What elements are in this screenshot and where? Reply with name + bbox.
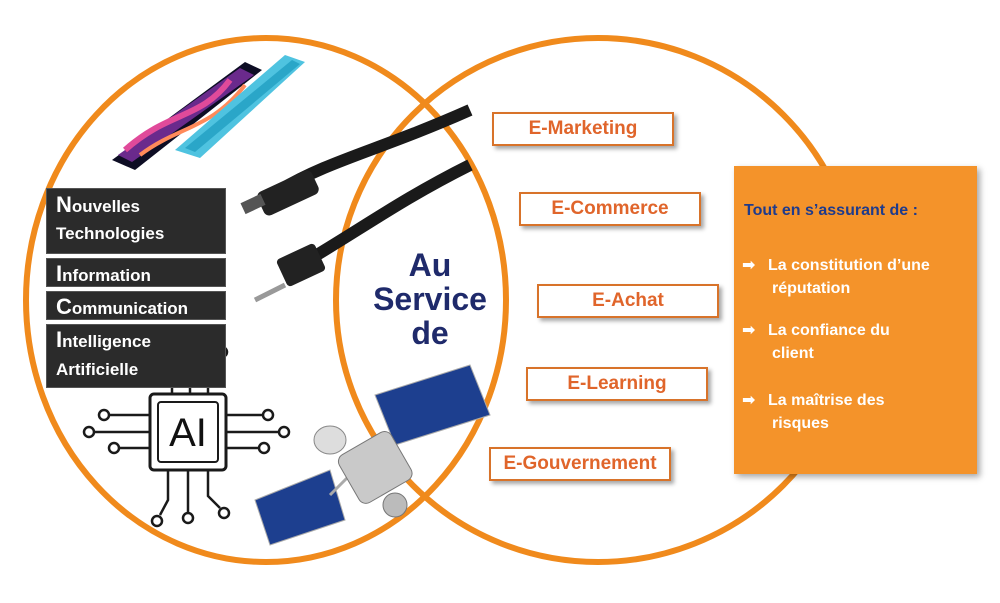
term-text: ommunication bbox=[71, 299, 189, 318]
service-e-learning: E-Learning bbox=[526, 367, 708, 401]
term-information: Information bbox=[46, 258, 226, 287]
center-label: Au Service de bbox=[365, 248, 495, 350]
assurance-panel: Tout en s’assurant de : ➡ La constitution… bbox=[734, 166, 977, 474]
service-e-gouvernement: E-Gouvernement bbox=[489, 447, 671, 481]
panel-item-text: La confiance du bbox=[768, 322, 890, 339]
panel-title: Tout en s’assurant de : bbox=[744, 202, 918, 219]
cable-icon bbox=[240, 104, 473, 303]
term-communication: Communication bbox=[46, 291, 226, 320]
arrow-right-icon: ➡ bbox=[742, 322, 756, 339]
term-initial: I bbox=[56, 261, 63, 286]
term-intelligence-artificielle: Intelligence Artificielle bbox=[46, 324, 226, 388]
panel-item-text-line2: risques bbox=[772, 415, 829, 432]
panel-item-text-line2: réputation bbox=[772, 280, 851, 297]
service-e-commerce: E-Commerce bbox=[519, 192, 701, 226]
left-circle bbox=[23, 35, 509, 565]
service-e-marketing: E-Marketing bbox=[492, 112, 674, 146]
panel-item-risques: ➡ La maîtrise des risques bbox=[742, 389, 974, 435]
service-e-achat: E-Achat bbox=[537, 284, 719, 318]
term-initial: C bbox=[56, 294, 72, 319]
term-text: nformation bbox=[62, 266, 151, 285]
ai-chip-label: AI bbox=[169, 411, 207, 455]
term-text: ntelligence bbox=[62, 332, 151, 351]
center-line-2: Service bbox=[373, 281, 487, 317]
panel-item-reputation: ➡ La constitution d’une réputation bbox=[742, 254, 974, 300]
panel-item-text: La constitution d’une bbox=[768, 257, 930, 274]
term-text-line2: Artificielle bbox=[56, 360, 139, 379]
panel-item-text-line2: client bbox=[772, 345, 814, 362]
term-initial: N bbox=[56, 192, 72, 217]
term-initial: I bbox=[56, 327, 63, 352]
term-text-line2: Technologies bbox=[56, 224, 165, 243]
panel-item-confiance: ➡ La confiance du client bbox=[742, 319, 974, 365]
term-nouvelles-technologies: Nouvelles Technologies bbox=[46, 188, 226, 254]
arrow-right-icon: ➡ bbox=[742, 257, 756, 274]
smartphone-icon bbox=[112, 55, 305, 170]
satellite-icon bbox=[254, 364, 491, 546]
term-text: ouvelles bbox=[71, 197, 140, 216]
arrow-right-icon: ➡ bbox=[742, 392, 756, 409]
center-line-3: de bbox=[411, 315, 449, 351]
center-line-1: Au bbox=[408, 247, 452, 283]
panel-item-text: La maîtrise des bbox=[768, 392, 885, 409]
